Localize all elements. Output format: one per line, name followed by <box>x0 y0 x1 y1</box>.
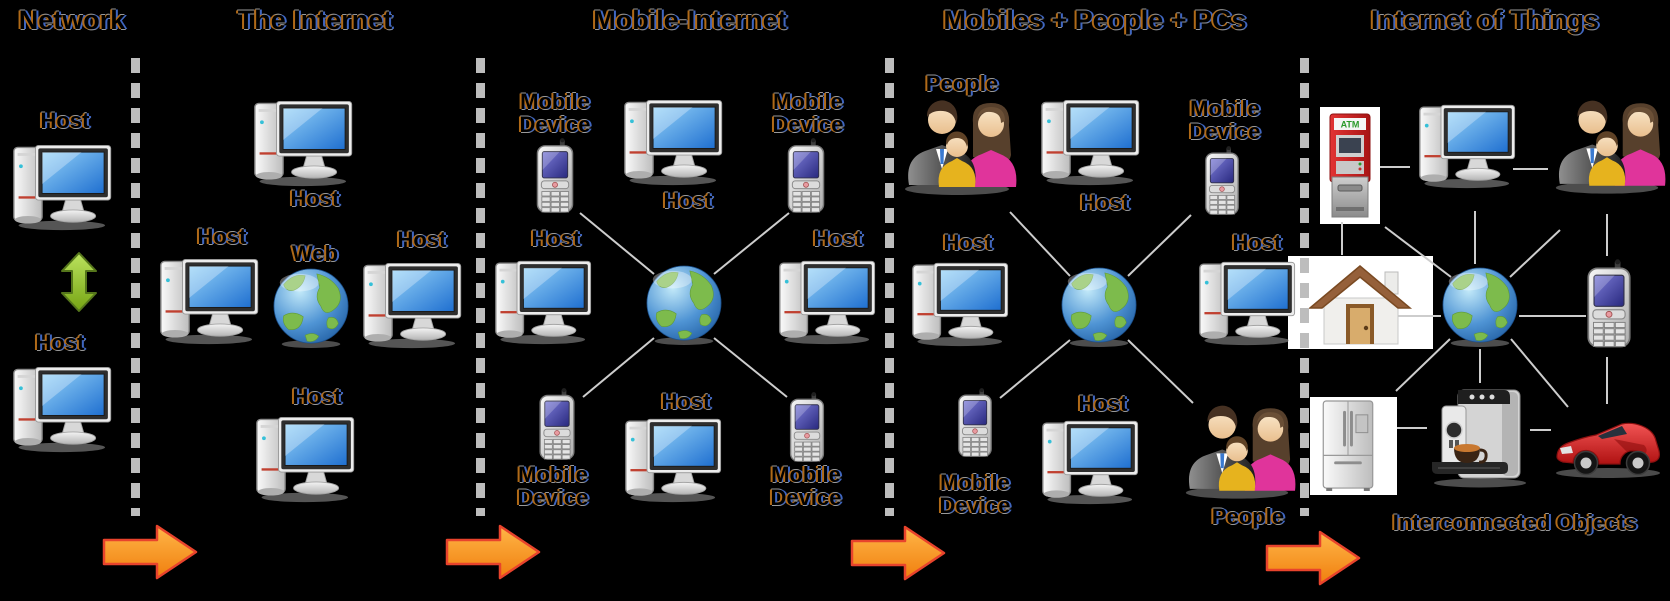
mobile-phone-icon <box>1203 146 1241 216</box>
atm-icon: ATM <box>1329 113 1371 218</box>
mobile-phone-icon <box>535 138 575 214</box>
pc-icon <box>1190 255 1298 347</box>
mobile-phone-icon <box>1586 257 1632 351</box>
arrow-right-icon <box>1263 527 1363 589</box>
pc-icon <box>1410 98 1518 190</box>
host-label: Host <box>40 108 90 133</box>
host-label: Host <box>35 330 85 355</box>
mobile-phone-icon <box>956 388 994 458</box>
pc-icon <box>616 412 724 504</box>
host-label: Host <box>813 226 863 251</box>
arrow-right-icon <box>443 521 543 583</box>
host-label: Host <box>197 224 247 249</box>
pc-icon <box>616 93 724 187</box>
mobile-phone-icon <box>786 138 826 214</box>
people-label: People <box>925 71 999 96</box>
mobile-device-label: Mobile Device <box>517 462 589 510</box>
pc-icon <box>1033 93 1141 187</box>
section-title-mobiles-people-pcs: Mobiles + People + PCs <box>943 5 1247 35</box>
arrow-updown-icon <box>61 252 97 312</box>
globe-icon <box>645 264 723 346</box>
pc-icon <box>903 256 1011 348</box>
section-title-the-internet: The Internet <box>237 5 393 35</box>
family-icon <box>897 93 1017 197</box>
car-icon <box>1552 406 1664 480</box>
pc-icon <box>5 138 113 232</box>
mobile-device-label: Mobile Device <box>519 89 591 137</box>
mobile-phone-icon <box>537 388 577 461</box>
host-label: Host <box>661 389 711 414</box>
pc-icon <box>5 360 113 454</box>
pc-icon <box>770 254 878 346</box>
mobile-device-label: Mobile Device <box>770 462 842 510</box>
host-label: Host <box>1232 230 1282 255</box>
mobile-device-label: Mobile Device <box>939 470 1011 518</box>
globe-icon <box>272 267 350 349</box>
host-label: Host <box>1078 391 1128 416</box>
host-label: Host <box>292 384 342 409</box>
divider-4 <box>1300 58 1309 516</box>
house-icon <box>1300 260 1420 346</box>
arrow-right-icon <box>848 522 948 584</box>
pc-icon <box>152 252 260 346</box>
section-title-mobile-internet: Mobile-Internet <box>593 5 787 35</box>
host-label: Host <box>397 227 447 252</box>
interconnected-objects-label: Interconnected Objects <box>1392 510 1638 535</box>
arrow-right-icon <box>100 521 200 583</box>
host-label: Host <box>290 186 340 211</box>
globe-icon <box>1441 266 1519 348</box>
family-icon <box>1178 398 1296 501</box>
atm-sign-text: ATM <box>1341 120 1360 130</box>
section-title-network: Network <box>18 5 126 35</box>
host-label: Host <box>531 226 581 251</box>
globe-icon <box>1060 266 1138 348</box>
host-label: Host <box>663 188 713 213</box>
divider-1 <box>131 58 140 516</box>
fridge-icon <box>1320 399 1376 492</box>
host-label: Host <box>1080 190 1130 215</box>
section-title-internet-of-things: Internet of Things <box>1371 5 1599 35</box>
pc-icon <box>1033 414 1141 506</box>
pc-icon <box>486 254 594 346</box>
web-label: Web <box>291 241 339 266</box>
mobile-device-label: Mobile Device <box>772 89 844 137</box>
divider-2 <box>476 58 485 516</box>
pc-icon <box>248 410 356 504</box>
family-icon <box>1548 93 1666 196</box>
host-label: Host <box>943 230 993 255</box>
coffee-machine-icon <box>1428 384 1530 488</box>
mobile-device-label: Mobile Device <box>1189 96 1261 144</box>
divider-3 <box>885 58 894 516</box>
pc-icon <box>246 94 354 188</box>
people-label: People <box>1211 504 1285 529</box>
mobile-phone-icon <box>787 392 827 463</box>
pc-icon <box>355 256 463 350</box>
